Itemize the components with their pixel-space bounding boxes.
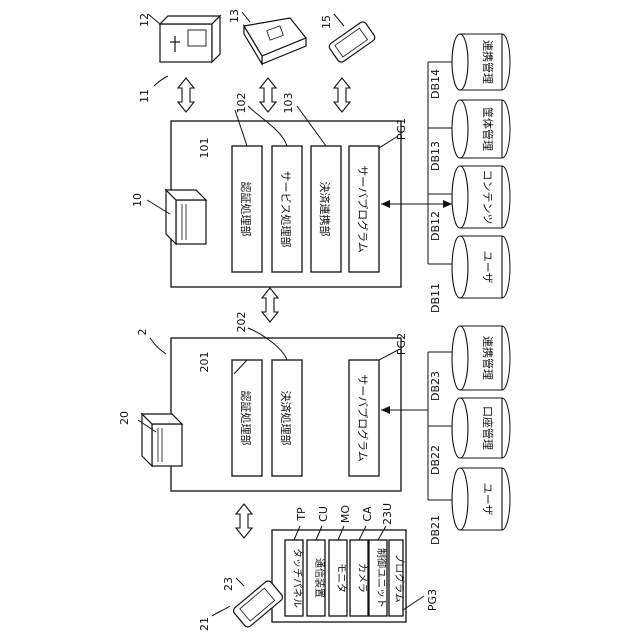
arrow-terminal-system2	[236, 504, 252, 538]
terminal-group-11: 12 13 15 11	[138, 9, 376, 112]
db-name-DB14: DB14	[429, 69, 442, 99]
unit-text-MO: モニタ	[335, 563, 347, 593]
server-20-icon	[142, 414, 182, 466]
unit-text-101: 認証処理部	[239, 182, 253, 237]
ref-23U: 23U	[381, 503, 394, 525]
db-name-DB13: DB13	[429, 141, 442, 171]
ref-201: 201	[198, 352, 211, 373]
user-terminal: タッチパネル 通信装置 モニタ カメラ 制御ユニット プログラム TP CU M…	[198, 503, 439, 631]
ref-PG3: PG3	[426, 589, 439, 611]
db-name-DB23: DB23	[429, 371, 442, 401]
unit-text-CA: カメラ	[356, 563, 368, 593]
register-terminal-icon	[244, 18, 306, 64]
ref-CU: CU	[317, 506, 330, 522]
server-10-icon	[166, 190, 206, 244]
arrow-kiosk-server	[178, 78, 194, 112]
ref-101: 101	[198, 138, 211, 159]
unit-text-103: 決済連携部	[318, 182, 332, 237]
ref-CA: CA	[361, 506, 374, 522]
database-DB13: 筐体管理	[452, 100, 510, 158]
database-DB11: ユーザ	[452, 236, 510, 298]
database-DB22: 口座管理	[452, 398, 510, 458]
unit-text-202: 決済処理部	[279, 391, 293, 446]
ref-2: 2	[136, 329, 149, 336]
system-2: 認証処理部 決済処理部 サーバプログラム 201 202 PG2 20 2	[118, 312, 408, 492]
db-text-DB11: ユーザ	[481, 251, 494, 284]
phone-terminal-icon	[328, 20, 377, 63]
arrow-phone-server	[334, 78, 350, 112]
unit-text-201: 認証処理部	[239, 391, 253, 446]
unit-text-server-program-1: サーバプログラム	[356, 165, 370, 253]
ref-15: 15	[320, 15, 333, 29]
database-DB14: 連携管理	[452, 34, 510, 90]
kiosk-terminal-icon	[160, 16, 220, 62]
db-name-DB12: DB12	[429, 211, 442, 241]
ref-11: 11	[138, 89, 151, 103]
ref-23: 23	[222, 577, 235, 591]
db-text-DB14: 連携管理	[481, 40, 495, 84]
db-text-DB22: 口座管理	[481, 406, 495, 450]
ref-13: 13	[228, 9, 241, 23]
database-DB23: 連携管理	[452, 326, 510, 390]
unit-text-TP: タッチパネル	[291, 548, 303, 608]
arrow-register-server	[260, 78, 276, 112]
unit-text-23U: 制御ユニット	[375, 548, 388, 608]
db-text-DB12: コンテンツ	[481, 170, 494, 225]
ref-20: 20	[118, 411, 131, 425]
arrow-system1-system2	[262, 288, 278, 322]
ref-21: 21	[198, 617, 211, 631]
ref-12: 12	[138, 13, 151, 27]
ref-103: 103	[282, 93, 295, 114]
unit-text-CU: 通信装置	[313, 558, 326, 598]
ref-TP: TP	[295, 507, 308, 522]
ref-102: 102	[235, 93, 248, 114]
db-text-DB23: 連携管理	[481, 336, 495, 380]
ref-10: 10	[131, 193, 144, 207]
system-1-databases: 連携管理 筐体管理 コンテンツ ユーザ DB14 DB13 DB12 DB11	[429, 34, 510, 313]
unit-text-102: サービス処理部	[279, 171, 293, 248]
unit-text-server-program-2: サーバプログラム	[356, 374, 370, 462]
db-text-DB21: ユーザ	[481, 483, 494, 516]
database-DB21: ユーザ	[452, 468, 510, 530]
ref-PG1: PG1	[395, 118, 408, 140]
ref-202: 202	[235, 312, 248, 333]
system-2-databases: 連携管理 口座管理 ユーザ DB23 DB22 DB21	[429, 326, 510, 545]
unit-text-program: プログラム	[393, 553, 406, 603]
ref-PG2: PG2	[395, 333, 408, 355]
ref-MO: MO	[339, 505, 352, 523]
db-name-DB22: DB22	[429, 445, 442, 475]
db-name-DB11: DB11	[429, 283, 442, 313]
db-text-DB13: 筐体管理	[481, 107, 495, 151]
db-name-DB21: DB21	[429, 515, 442, 545]
database-DB12: コンテンツ	[452, 166, 510, 228]
system-1: 認証処理部 サービス処理部 決済連携部 サーバプログラム 101 102 103…	[131, 93, 408, 288]
